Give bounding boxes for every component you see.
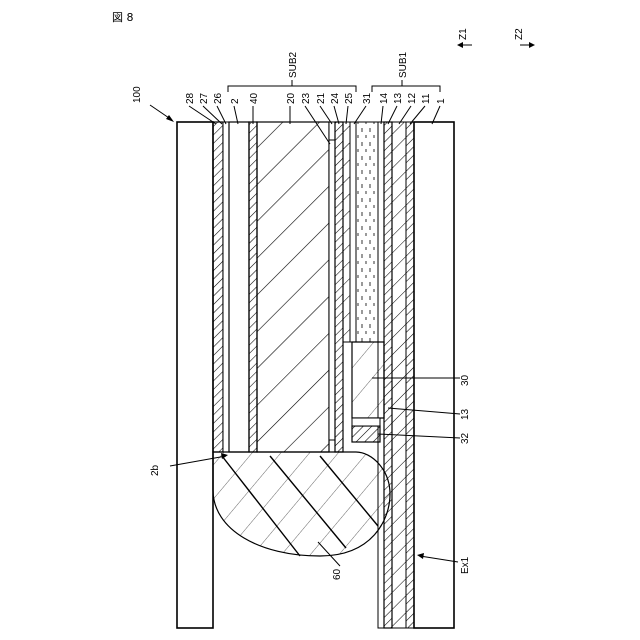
layer-23 [329,140,335,440]
liquid-crystal-layer [356,122,378,342]
svg-text:2b: 2b [150,464,161,476]
layer-20 [257,122,329,452]
sub1-brace: SUB1 [372,51,440,92]
svg-text:SUB1: SUB1 [398,51,409,78]
layer-31 [350,122,356,342]
layer-11 [406,122,414,628]
layer-28-cover [177,122,213,628]
layer-27 [213,122,223,452]
svg-text:28: 28 [185,92,196,104]
svg-text:32: 32 [460,432,471,444]
svg-text:13: 13 [460,408,471,420]
svg-text:14: 14 [379,92,390,104]
svg-text:26: 26 [213,92,224,104]
top-labels: 28 27 26 2 40 20 23 21 24 25 31 14 13 12… [185,92,447,104]
svg-text:2: 2 [230,98,241,104]
svg-text:100: 100 [132,86,143,103]
svg-text:30: 30 [460,374,471,386]
svg-text:13: 13 [393,92,404,104]
layer-21 [329,122,335,140]
svg-text:60: 60 [332,568,343,580]
layer-1-substrate [414,122,454,628]
svg-text:25: 25 [344,92,355,104]
svg-text:27: 27 [199,92,210,104]
layer-12 [392,122,406,628]
svg-text:1: 1 [436,98,447,104]
svg-text:Z1: Z1 [458,28,469,40]
svg-text:20: 20 [286,92,297,104]
pad-13-lower [352,418,380,426]
resin-60 [213,452,390,556]
layer-40 [249,122,257,452]
layer-25 [343,122,350,342]
connector-32 [352,426,380,442]
sealant-30 [352,342,384,418]
svg-text:12: 12 [407,92,418,104]
svg-text:31: 31 [362,92,373,104]
layer-26 [223,122,229,452]
layer-24 [335,122,343,452]
figure-label: 図 8 [112,11,134,24]
sub2-brace: SUB2 [228,51,356,92]
device-label: 100 [132,86,174,122]
svg-text:23: 23 [301,92,312,104]
svg-text:Ex1: Ex1 [460,556,471,574]
direction-z1-arrow: Z1 [457,28,472,48]
direction-z2-arrow: Z2 [514,28,535,48]
svg-text:21: 21 [316,92,327,104]
svg-text:11: 11 [421,93,432,104]
layer-2-substrate [229,122,249,452]
svg-text:40: 40 [249,92,260,104]
layer-13 [384,122,392,628]
svg-text:Z2: Z2 [514,28,525,40]
svg-text:24: 24 [330,92,341,104]
svg-text:SUB2: SUB2 [288,51,299,78]
